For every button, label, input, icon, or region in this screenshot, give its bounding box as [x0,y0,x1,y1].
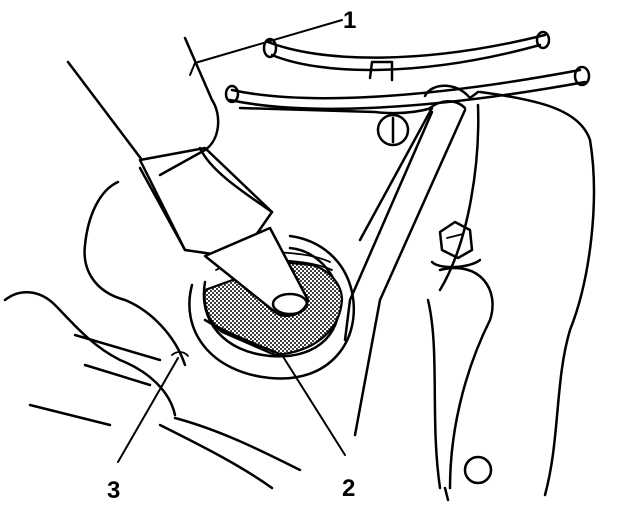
housing-outline [3,180,302,490]
leader-line-1 [194,19,343,64]
socket-tool [66,36,310,317]
callout-1: 1 [343,7,356,34]
leader-line-1b [189,62,196,76]
bracket-panel [238,103,480,437]
pointer-tick-3 [171,351,189,357]
hose-lines [224,30,591,111]
leader-line-2 [281,354,346,456]
side-cover [426,90,596,502]
leader-line-3 [117,357,179,463]
bolt-icon [430,220,482,269]
callout-3: 3 [107,477,120,504]
callout-2: 2 [342,475,355,502]
